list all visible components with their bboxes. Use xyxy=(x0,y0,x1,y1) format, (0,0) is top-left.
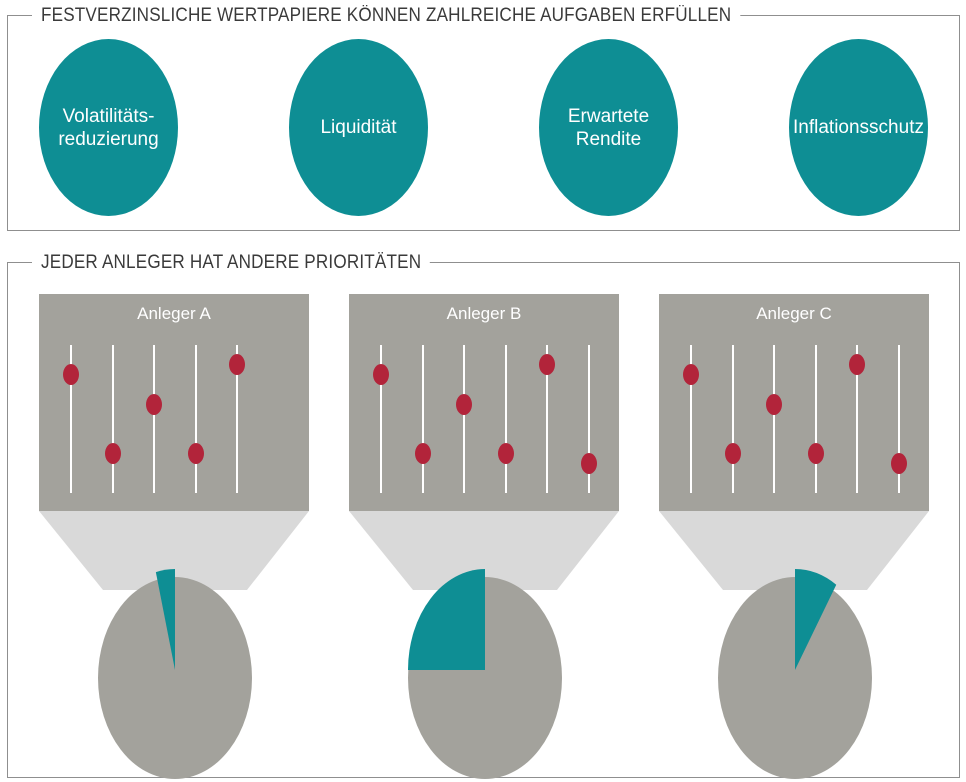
investor-c-pie-highlight xyxy=(795,569,837,670)
investor-b-pie-highlight xyxy=(408,569,485,670)
investor-c-slider-track-5 xyxy=(856,345,858,493)
investor-b-slider-track-2 xyxy=(421,345,424,493)
investor-a-panel: Anleger A xyxy=(39,294,309,511)
investor-a-slider-knob-3 xyxy=(146,393,162,415)
investors-section-title: JEDER ANLEGER HAT ANDERE PRIORITÄTEN xyxy=(32,252,431,274)
investor-b-slider-knob-2 xyxy=(414,442,431,464)
investor-c-slider-track-1 xyxy=(690,345,692,493)
investor-b-label: Anleger B xyxy=(446,304,522,323)
investor-c-slider-knob-1 xyxy=(683,364,699,386)
task-inflation-protection: Inflationsschutz xyxy=(789,39,928,216)
investor-b-slider-knob-3 xyxy=(456,393,472,415)
investor-b-slider-track-1 xyxy=(380,345,382,493)
investor-c-slider-knob-4 xyxy=(807,442,824,464)
investor-b-slider-knob-1 xyxy=(373,364,389,386)
investor-c-slider-knob-5 xyxy=(849,353,865,375)
investor-c-slider-track-6 xyxy=(897,345,900,493)
investor-c-slider-track-4 xyxy=(814,345,817,493)
investor-c-slider-knob-6 xyxy=(890,452,907,474)
investor-b-slider-knob-5 xyxy=(539,353,555,375)
investor-c-funnel xyxy=(659,511,929,590)
investor-c-slider-knob-2 xyxy=(724,442,741,464)
investor-a-slider-knob-2 xyxy=(104,442,121,464)
investor-a-slider-track-5 xyxy=(236,345,238,493)
investor-b-slider-track-3 xyxy=(463,345,465,493)
task-expected-return: Erwartete Rendite xyxy=(539,39,678,216)
tasks-section-title: FESTVERZINSLICHE WERTPAPIERE KÖNNEN ZAHL… xyxy=(32,5,741,27)
investor-a-slider-knob-1 xyxy=(63,364,79,386)
investor-a-slider-track-3 xyxy=(153,345,155,493)
investor-a-funnel xyxy=(39,511,309,590)
investor-a-slider-track-2 xyxy=(111,345,114,493)
investor-b-slider-track-6 xyxy=(587,345,590,493)
investor-b-funnel xyxy=(349,511,619,590)
investor-c-panel: Anleger C xyxy=(659,294,929,511)
investor-a-slider-track-1 xyxy=(70,345,72,493)
investor-b-slider-knob-4 xyxy=(497,442,514,464)
investor-c-pie xyxy=(718,577,872,779)
investor-b-panel: Anleger B xyxy=(349,294,619,511)
investor-c-slider-track-3 xyxy=(773,345,775,493)
investor-a-slider-track-4 xyxy=(194,345,197,493)
task-volatility-reduction: Volatilitäts- reduzierung xyxy=(39,39,178,216)
investor-a-pie-highlight xyxy=(155,569,175,670)
investor-a-slider-knob-4 xyxy=(187,442,204,464)
investor-a-pie xyxy=(98,577,252,779)
investor-c-slider-track-2 xyxy=(731,345,734,493)
investor-b-slider-track-5 xyxy=(546,345,548,493)
task-liquidity: Liquidität xyxy=(289,39,428,216)
investor-c-label: Anleger C xyxy=(756,304,832,323)
investor-a-label: Anleger A xyxy=(137,304,211,323)
investor-b-slider-knob-6 xyxy=(580,452,597,474)
investor-b-slider-track-4 xyxy=(504,345,507,493)
investor-c-slider-knob-3 xyxy=(766,393,782,415)
investor-a-slider-knob-5 xyxy=(229,353,245,375)
